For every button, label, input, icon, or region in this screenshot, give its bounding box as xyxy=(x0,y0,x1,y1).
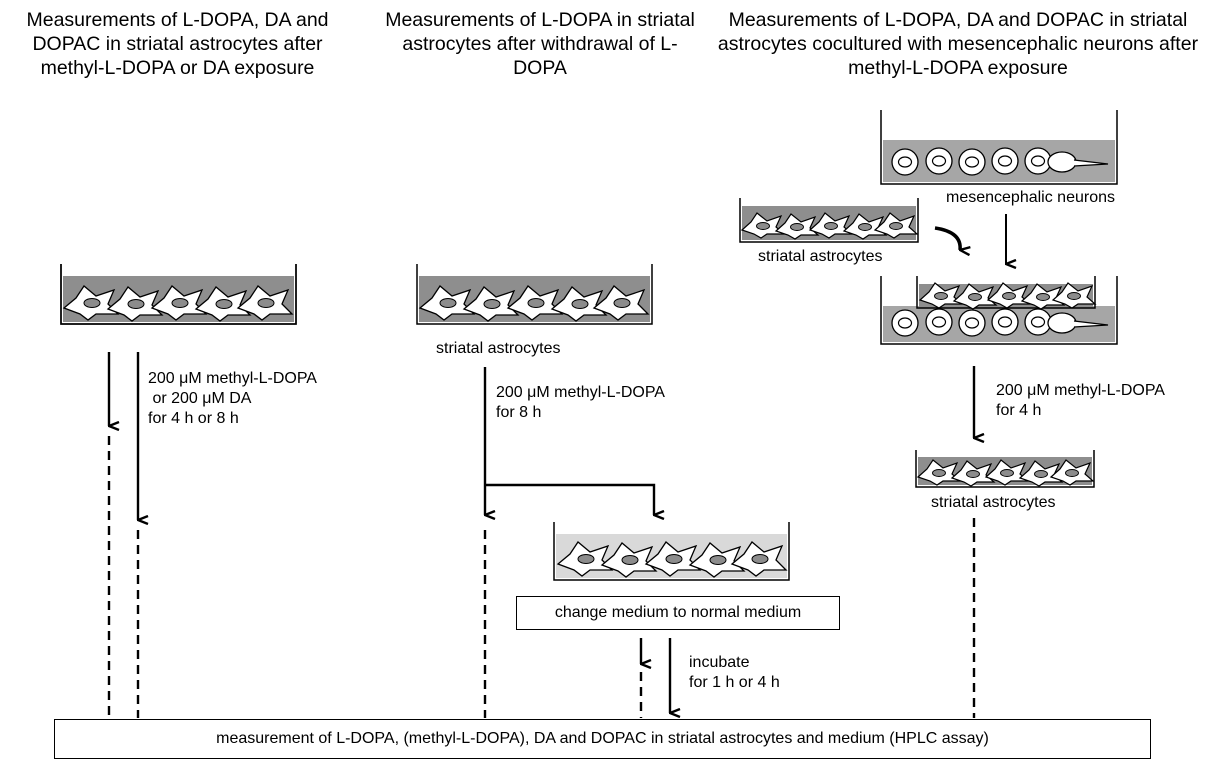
curved-arrow-insert xyxy=(934,226,960,250)
col1-treatment-line2: or 200 μM DA xyxy=(148,390,252,407)
col2-treatment-line1: 200 μM methyl-L-DOPA xyxy=(496,384,665,401)
col2-treatment-line2: for 8 h xyxy=(496,404,542,421)
col1-treatment-line3: for 4 h or 8 h xyxy=(148,410,239,427)
dish-striatal-astrocytes-insert xyxy=(739,198,919,243)
col2-incubate-line2: for 1 h or 4 h xyxy=(689,674,780,691)
dish-normal-medium xyxy=(553,522,790,581)
col2-incubate-line1: incubate xyxy=(689,654,750,671)
title-column-3: Measurements of L-DOPA, DA and DOPAC in … xyxy=(717,9,1199,79)
title-column-1: Measurements of L-DOPA, DA and DOPAC in … xyxy=(26,9,329,79)
change-medium-box: change medium to normal medium xyxy=(516,596,840,630)
col1-treatment-line1: 200 μM methyl-L-DOPA xyxy=(148,370,317,387)
col3-astro-label: striatal astrocytes xyxy=(758,248,883,265)
col3-treatment-line1: 200 μM methyl-L-DOPA xyxy=(996,382,1165,399)
branch-col2 xyxy=(485,483,654,515)
dish-final-astrocytes xyxy=(915,450,1095,488)
col3-neurons-label: mesencephalic neurons xyxy=(946,189,1115,206)
col3-final-label: striatal astrocytes xyxy=(931,494,1056,511)
col2-dish-label: striatal astrocytes xyxy=(436,340,561,357)
dish-coculture xyxy=(880,276,1118,345)
title-column-2: Measurements of L-DOPA in striatal astro… xyxy=(385,9,695,79)
col3-treatment-line2: for 4 h xyxy=(996,402,1042,419)
dish-col1 xyxy=(60,264,297,325)
dish-col2 xyxy=(416,264,653,325)
dish-mesencephalic-neurons xyxy=(880,110,1118,185)
hplc-measurement-box: measurement of L-DOPA, (methyl-L-DOPA), … xyxy=(54,719,1151,759)
